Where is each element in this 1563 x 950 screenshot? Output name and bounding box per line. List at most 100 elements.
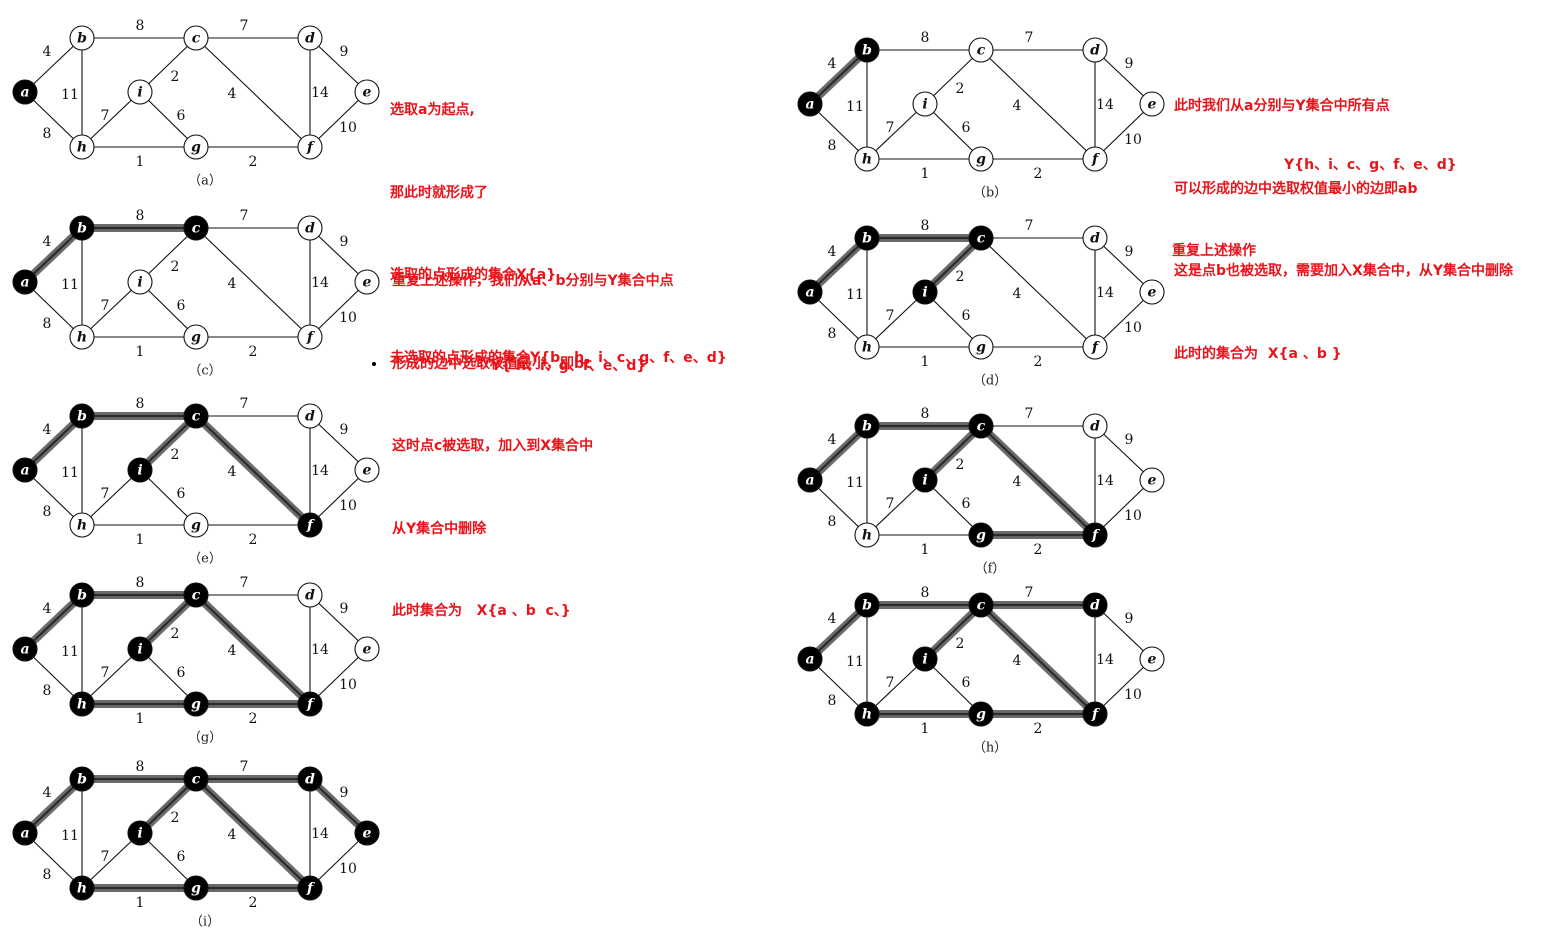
edge-h-i [866, 103, 926, 160]
node-label-i: i [922, 97, 927, 113]
tree-edge-core-c-f [195, 594, 311, 705]
note-c-line-5: 此时集合为 X{a 、b c、} [392, 603, 571, 619]
note-c-line-1: 重复上述操作，我们从a、b分别与Y集合中点 [392, 273, 674, 289]
edge-weight-a-h: 8 [43, 316, 52, 332]
edge-weight-f-g: 2 [1034, 721, 1043, 737]
node-h [854, 334, 880, 360]
edge-d-e [309, 415, 368, 471]
node-label-c: c [192, 772, 201, 788]
note-a-line-4: 未选取的点形成的集合Y{b、h、i、c、g、f、e、d} [390, 349, 727, 366]
edge-a-h [24, 832, 83, 889]
tree-edge-core-a-b [809, 604, 868, 660]
node-label-d: d [1090, 419, 1100, 435]
edge-d-e [309, 594, 368, 650]
note-a-line-1: 选取a为起点, [390, 102, 475, 118]
node-label-g: g [976, 152, 986, 168]
edge-a-h [24, 648, 83, 705]
edge-weight-a-h: 8 [828, 514, 837, 530]
node-label-f: f [1091, 152, 1101, 168]
edge-weight-g-h: 1 [921, 354, 930, 370]
edge-weight-a-b: 4 [828, 56, 837, 72]
edge-c-i [139, 227, 197, 283]
node-label-g: g [191, 518, 201, 534]
edge-weight-c-f: 4 [228, 276, 237, 292]
node-label-c: c [977, 43, 986, 59]
edge-weight-d-e: 9 [340, 422, 349, 438]
edge-weight-g-h: 1 [136, 344, 145, 360]
tree-edge-core-c-i [139, 778, 197, 834]
node-label-i: i [137, 463, 142, 479]
node-e [1139, 646, 1165, 672]
edge-h-i [81, 281, 141, 338]
edge-weight-c-d: 7 [1025, 585, 1034, 601]
panel-caption-b: （b） [973, 186, 1007, 201]
edge-weight-b-h: 11 [846, 287, 864, 303]
node-label-a: a [805, 652, 814, 668]
edge-weight-b-h: 11 [846, 654, 864, 670]
edge-weight-h-i: 7 [101, 108, 110, 124]
edge-a-h [24, 281, 83, 338]
node-d [297, 25, 323, 51]
edge-weight-f-g: 2 [249, 532, 258, 548]
edge-weight-d-e: 9 [1125, 244, 1134, 260]
node-label-g: g [191, 881, 201, 897]
edge-weight-e-f: 10 [339, 677, 357, 693]
edge-weight-e-f: 10 [339, 120, 357, 136]
edge-c-i [924, 49, 982, 105]
node-label-g: g [976, 707, 986, 723]
node-c [183, 215, 209, 241]
edge-weight-d-f: 14 [311, 85, 329, 101]
edge-a-h [809, 103, 868, 160]
node-h [69, 134, 95, 160]
edge-weight-b-c: 8 [136, 759, 145, 775]
edge-weight-e-f: 10 [339, 861, 357, 877]
node-label-g: g [191, 330, 201, 346]
edge-weight-e-f: 10 [339, 310, 357, 326]
edge-weight-b-h: 11 [61, 277, 79, 293]
node-label-f: f [306, 330, 316, 346]
edge-weight-h-i: 7 [886, 675, 895, 691]
node-b [69, 25, 95, 51]
node-g [968, 146, 994, 172]
edge-e-f [309, 469, 368, 526]
tree-edge-core-a-b [24, 415, 83, 471]
edge-g-i [139, 469, 197, 526]
edge-d-e [1094, 49, 1153, 105]
edge-weight-b-h: 11 [846, 475, 864, 491]
tree-edge-core-c-f [195, 415, 311, 526]
node-label-d: d [1090, 43, 1100, 59]
note-panel-b: 此时我们从a分别与Y集合中所有点 可以形成的边中选取权值最小的边即ab 这是点b… [1174, 38, 1513, 396]
node-d [1082, 592, 1108, 618]
edge-weight-b-c: 8 [921, 585, 930, 601]
note-panel-a: 选取a为起点, 那此时就形成了 选取的点形成的集合X{a} 未选取的点形成的集合… [390, 42, 727, 400]
node-label-d: d [1090, 231, 1100, 247]
node-label-g: g [191, 140, 201, 156]
edge-h-i [866, 479, 926, 536]
node-label-e: e [363, 826, 372, 842]
node-c [968, 37, 994, 63]
node-label-a: a [805, 285, 814, 301]
edge-weight-d-f: 14 [311, 463, 329, 479]
note-c-line-2: 形成的边中选取权值最小，即bc [392, 355, 593, 372]
note-c-line-4: 从Y集合中删除 [392, 520, 487, 537]
edge-weight-d-e: 9 [1125, 56, 1134, 72]
panel-caption-d: （d） [973, 374, 1007, 389]
node-label-c: c [977, 598, 986, 614]
node-label-b: b [77, 772, 87, 788]
edge-weight-e-f: 10 [1124, 687, 1142, 703]
edge-weight-b-c: 8 [921, 406, 930, 422]
node-d [1082, 413, 1108, 439]
edge-weight-d-f: 14 [311, 826, 329, 842]
note-a-line-3: 选取的点形成的集合X{a} [390, 267, 557, 283]
node-label-c: c [192, 31, 201, 47]
node-h [69, 324, 95, 350]
tree-edge-core-a-b [809, 237, 868, 293]
tree-edge-core-c-i [924, 604, 982, 660]
node-g [183, 324, 209, 350]
node-b [854, 37, 880, 63]
edge-e-f [1094, 658, 1153, 715]
node-i [912, 467, 938, 493]
